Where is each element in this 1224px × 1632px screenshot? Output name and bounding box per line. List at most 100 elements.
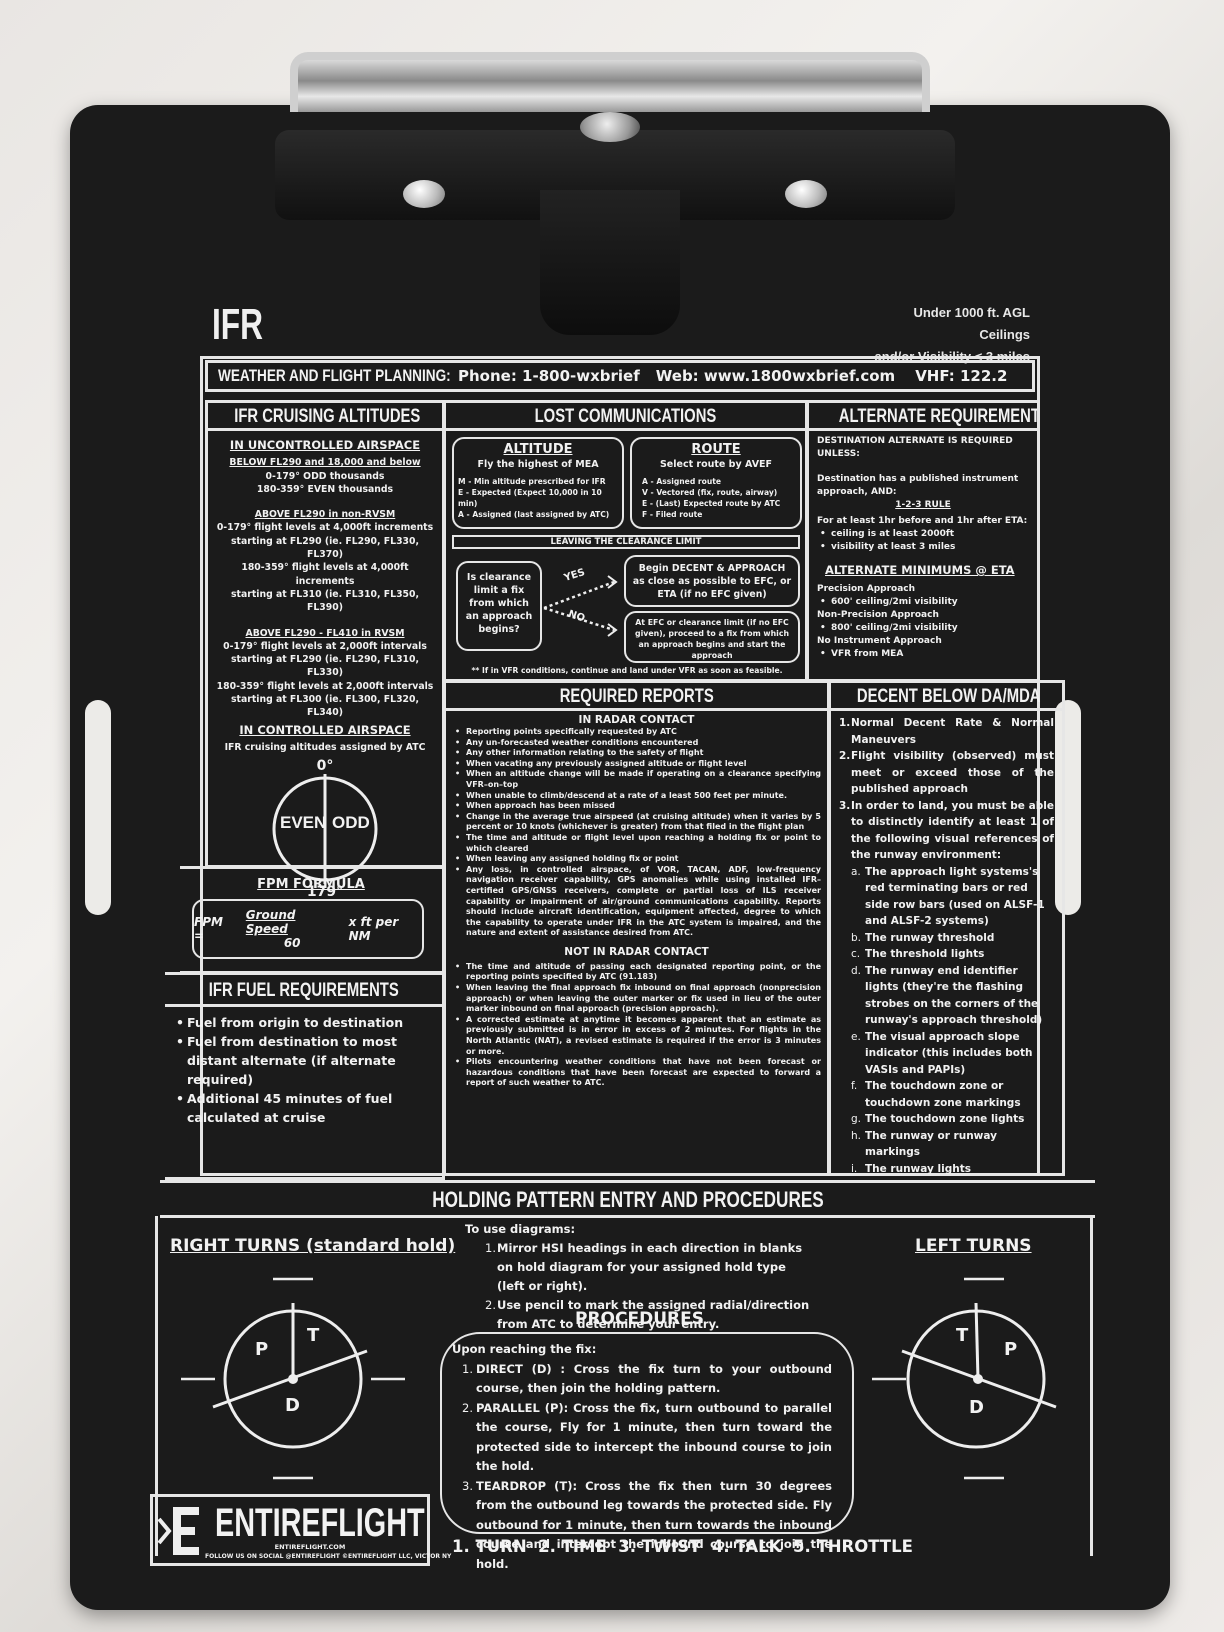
nonradar-heading: NOT IN RADAR CONTACT — [564, 945, 709, 958]
diagram-label-t: T — [956, 1325, 969, 1346]
route-subtitle: Select route by AVEF — [659, 459, 773, 470]
procedure-text: TEARDROP (T): Cross the fix then turn 30… — [476, 1478, 832, 1571]
instruction-item: 2.Use pencil to mark the assigned radial… — [465, 1296, 815, 1334]
altitude-lines: M - Min altitude prescribed for IFR E - … — [454, 470, 622, 520]
decent-item-text: Normal Decent Rate & Normal Maneuvers — [851, 717, 1054, 746]
procedures-title: PROCEDURES — [575, 1309, 704, 1329]
min-value: 800' ceiling/2mi visibility — [817, 622, 1029, 635]
compass-odd-label: ODD — [332, 812, 370, 832]
controlled-heading: IN CONTROLLED AIRSPACE — [239, 722, 411, 737]
compass-top-label: 0° — [316, 758, 334, 775]
rivet-left — [403, 180, 445, 208]
procedure-text: DIRECT (D) : Cross the fix turn to your … — [476, 1361, 832, 1396]
lost-comms-section: LOST COMMUNICATIONS ALTITUDE Fly the hig… — [443, 400, 808, 682]
hold-entry-circle-icon — [181, 1277, 405, 1480]
alternate-condition: Destination has a published instrument a… — [817, 474, 1019, 497]
rule-text: For at least 1hr before and 1hr after ET… — [817, 516, 1028, 526]
decent-below-section: DECENT BELOW DA/MDA 1.Normal Decent Rate… — [828, 680, 1065, 1176]
hold-entry-circle-icon — [872, 1277, 1057, 1480]
lost-comms-title: LOST COMMUNICATIONS — [534, 406, 717, 427]
reference-letter: d. — [851, 964, 862, 977]
reference-text: The touchdown zone lights — [865, 1113, 1025, 1125]
reference-letter: g. — [851, 1113, 862, 1125]
block-line: starting at FL290 (ie. FL290, FL330, FL3… — [230, 535, 420, 561]
radar-item: Change in the average true airspeed (at … — [452, 812, 821, 833]
block-line: 180-359° flight levels at 4,000ft increm… — [241, 562, 409, 587]
alternate-body: DESTINATION ALTERNATE IS REQUIRED UNLESS… — [809, 431, 1037, 665]
radar-item: When approach has been missed — [452, 801, 821, 812]
five-ts: 1. TURN 2. TIME 3. TWIST 4. TALK 5. THRO… — [452, 1537, 913, 1556]
section-header: DECENT BELOW DA/MDA — [831, 683, 1062, 711]
min-list: 600' ceiling/2mi visibility — [817, 596, 1029, 609]
block-line: 0-179° flight levels at 2,000ft interval… — [223, 640, 427, 652]
block-line: starting at FL290 (ie. FL290, FL310, FL3… — [230, 654, 420, 679]
reference-text: The runway or runway markings — [865, 1129, 997, 1159]
holding-title: HOLDING PATTERN ENTRY AND PROCEDURES — [431, 1187, 824, 1212]
right-turns-diagram[interactable]: P T D — [175, 1275, 410, 1485]
radar-item: The time and altitude or flight level up… — [452, 833, 821, 854]
clearance-limit-bar: LEAVING THE CLEARANCE LIMIT — [452, 535, 800, 549]
radar-list: Reporting points specifically requested … — [452, 727, 821, 939]
reference-text: The runway end identifier lights (they'r… — [865, 964, 1043, 1027]
rule-item: visibility at least 3 miles — [817, 541, 1029, 554]
cruising-body: IN UNCONTROLLED AIRSPACE BELOW FL290 and… — [208, 431, 442, 899]
block-heading: ABOVE FL290 in non-RVSM — [254, 509, 396, 521]
brand-social: FOLLOW US ON SOCIAL @ENTIREFLIGHT ©ENTIR… — [205, 1553, 452, 1560]
rivet-right — [785, 180, 827, 208]
fuel-list: Fuel from origin to destination Fuel fro… — [165, 1007, 442, 1133]
fuel-requirements-section: IFR FUEL REQUIREMENTS Fuel from origin t… — [165, 972, 445, 1180]
cruising-altitudes-section: IFR CRUISING ALTITUDES IN UNCONTROLLED A… — [205, 400, 445, 899]
block-heading: BELOW FL290 and 18,000 and below — [229, 457, 421, 469]
min-type: Precision Approach — [817, 584, 916, 594]
reference-item: a. The approach light systems's red termi… — [851, 864, 1054, 930]
radar-item: When leaving any assigned holding fix or… — [452, 854, 821, 865]
weather-vhf: VHF: 122.2 — [915, 367, 1008, 385]
fuel-item: Fuel from destination to most distant al… — [173, 1032, 434, 1089]
procedures-box: Upon reaching the fix: 1.DIRECT (D) : Cr… — [440, 1332, 854, 1571]
clearance-question-box: Is clearance limit a fix from which an a… — [456, 561, 542, 651]
altitude-line: M - Min altitude prescribed for IFR — [458, 477, 606, 486]
decent-body: 1.Normal Decent Rate & Normal Maneuvers … — [831, 711, 1062, 1181]
conditions-line-1: Under 1000 ft. AGL Ceilings — [913, 305, 1030, 342]
procedure-item: 1.DIRECT (D) : Cross the fix turn to you… — [462, 1360, 832, 1399]
decision-arrows-icon — [543, 575, 618, 637]
reference-item: d.The runway end identifier lights (they… — [851, 963, 1054, 1029]
radar-heading: IN RADAR CONTACT — [578, 714, 695, 726]
compass-circle-icon — [272, 773, 378, 884]
controlled-text: IFR cruising altitudes assigned by ATC — [224, 741, 426, 753]
fpm-fraction: Ground Speed 60 — [246, 908, 339, 950]
reference-item: g.The touchdown zone lights — [851, 1111, 1054, 1128]
compass-bottom-label: 179° — [306, 883, 344, 900]
reference-text: The visual approach slope indicator (thi… — [865, 1030, 1033, 1076]
decent-item: 1.Normal Decent Rate & Normal Maneuvers — [839, 715, 1054, 748]
reference-letter: b. — [851, 931, 862, 944]
reference-letter: a. — [851, 865, 861, 878]
weather-phone: Phone: 1-800-wxbrief — [458, 367, 640, 385]
altitude-heading: ALTITUDE — [503, 442, 573, 457]
altitude-subtitle: Fly the highest of MEA — [477, 459, 599, 470]
left-turns-diagram[interactable]: T P D — [866, 1275, 1101, 1485]
nonradar-item: Pilots encountering weather conditions t… — [452, 1057, 821, 1089]
reference-text: The approach light systems's red termina… — [865, 865, 1045, 928]
block-line: 180-359° flight levels at 2,000ft interv… — [216, 680, 434, 692]
reports-body: IN RADAR CONTACT Reporting points specif… — [446, 711, 827, 1089]
fpm-formula-box: FPM = Ground Speed 60 x ft per NM — [192, 899, 424, 959]
brand-url: ENTIREFLIGHT.COM — [274, 1543, 346, 1551]
fpm-title: FPM FORMULA — [257, 877, 365, 892]
diagram-label-p: P — [255, 1339, 269, 1360]
min-list: 800' ceiling/2mi visibility — [817, 622, 1029, 635]
route-line: A - Assigned route — [642, 477, 722, 486]
fpm-denominator: 60 — [283, 936, 301, 950]
even-odd-compass: EVEN ODD — [270, 773, 380, 884]
section-header: IFR CRUISING ALTITUDES — [208, 403, 442, 431]
fuel-item: Additional 45 minutes of fuel calculated… — [173, 1089, 434, 1127]
radar-item: Any other information relating to the sa… — [452, 748, 821, 759]
required-reports-section: REQUIRED REPORTS IN RADAR CONTACT Report… — [443, 680, 830, 1176]
procedure-item: 3.TEARDROP (T): Cross the fix then turn … — [462, 1477, 832, 1575]
reference-item: b.The runway threshold — [851, 930, 1054, 947]
reference-letter: f. — [851, 1080, 858, 1092]
section-header: ALTERNATE REQUIREMENTS — [809, 403, 1037, 431]
decent-item: 2.Flight visibility (observed) must meet… — [839, 748, 1054, 798]
block-line: 180-359° EVEN thousands — [256, 483, 394, 495]
reference-item: h.The runway or runway markings — [851, 1128, 1054, 1161]
